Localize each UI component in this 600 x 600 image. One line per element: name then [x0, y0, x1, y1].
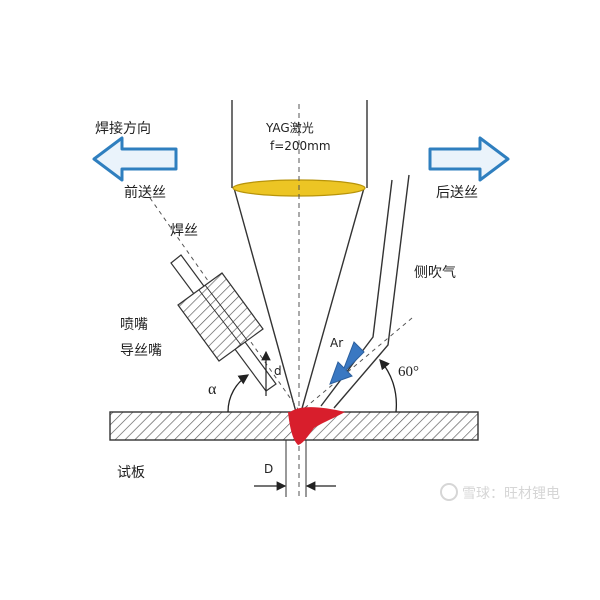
laser-cone-right — [300, 187, 365, 413]
side-gas-pipe-left — [320, 179, 393, 407]
wire-label: 焊丝 — [170, 223, 198, 239]
front-feed-label: 前送丝 — [124, 185, 166, 201]
guide-nozzle-label: 导丝嘴 — [120, 343, 162, 359]
laser-label: YAG激光 — [266, 121, 314, 135]
weld-direction-arrow — [92, 136, 178, 182]
weld-pool-top — [290, 407, 345, 412]
side-gas-axis — [299, 317, 413, 413]
alpha-label: α — [208, 381, 217, 398]
weld-pool — [288, 412, 345, 445]
laser-cone-left — [233, 187, 297, 413]
small-d-label: d — [274, 364, 282, 378]
argon-label: Ar — [330, 336, 344, 350]
focal-length-label: f=200mm — [270, 139, 331, 153]
rear-feed-label: 后送丝 — [436, 185, 478, 201]
weld-direction-label: 焊接方向 — [95, 121, 151, 137]
big-d-label: D — [264, 462, 274, 476]
nozzle-label: 喷嘴 — [120, 317, 148, 333]
guide-nozzle — [177, 272, 264, 362]
sixty-degree-label: 60° — [398, 364, 419, 380]
sixty-degree-arc — [379, 359, 398, 413]
nozzle-bore-1 — [198, 289, 242, 346]
watermark-logo-icon — [440, 483, 458, 501]
test-plate-label: 试板 — [117, 465, 145, 481]
rear-feed-arrow — [428, 136, 510, 182]
side-gas-label: 侧吹气 — [414, 265, 456, 281]
nozzle-bore-2 — [204, 284, 248, 341]
side-gas-pipe-right — [333, 174, 410, 409]
watermark-text: 雪球：旺材锂电 — [462, 486, 560, 502]
watermark: 雪球：旺材锂电 — [440, 483, 560, 503]
argon-flow-arrow — [329, 341, 365, 385]
alpha-angle-arc — [227, 374, 250, 413]
